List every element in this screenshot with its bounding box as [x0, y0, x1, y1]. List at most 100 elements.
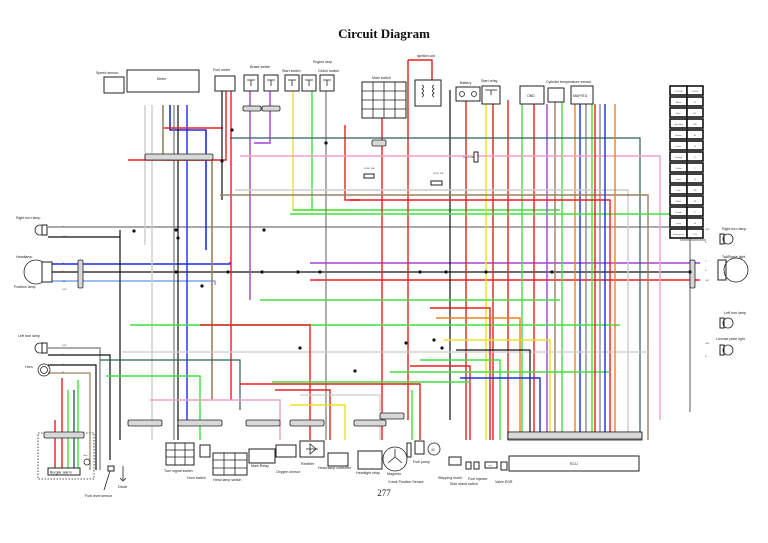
- legend-color-name: Pink: [676, 190, 681, 192]
- legend-color-name: Gray: [676, 222, 682, 225]
- tail-brake-light: Tail/Brake light P B G/R: [705, 255, 749, 283]
- junction-dot: [432, 338, 436, 342]
- svg-text:Right turn lamp: Right turn lamp: [16, 216, 40, 220]
- wire: [240, 383, 421, 440]
- connector: [144, 153, 214, 161]
- fuse-a: FUSE 15A: [363, 167, 375, 179]
- horn: Horn B Br: [25, 363, 64, 377]
- junction-dot: [318, 270, 322, 274]
- svg-text:G/W: G/W: [62, 236, 67, 238]
- svg-text:Crank Position Sensor: Crank Position Sensor: [388, 480, 425, 484]
- connector: [177, 419, 223, 427]
- legend-color-code: R: [694, 179, 696, 181]
- wire: [444, 339, 551, 440]
- fuel-injector: Fuel injector: [465, 461, 488, 481]
- wire: [350, 199, 611, 440]
- junction-dot: [174, 270, 178, 274]
- legend-color-code: Y: [694, 168, 696, 170]
- junction-dot: [174, 228, 178, 232]
- battery: Battery: [455, 81, 481, 102]
- magneto: Magneto: [382, 446, 408, 476]
- junction-dot: [230, 128, 234, 132]
- wire: [150, 399, 281, 440]
- connector: [371, 139, 387, 147]
- svg-text:Rectifier: Rectifier: [301, 462, 315, 466]
- wire: [344, 125, 360, 201]
- junction-dot: [132, 229, 136, 233]
- brake-switch: Brake switch: [243, 65, 279, 92]
- cylinder-temperature-sensor: Cylinder temperature sensor: [546, 80, 592, 103]
- svg-text:Horn: Horn: [83, 454, 89, 457]
- map-ita-sensor: MAP/ITA: [570, 85, 594, 105]
- legend-color-name: Light blue: [674, 123, 684, 126]
- tps: TPS: [484, 461, 498, 469]
- svg-text:G/W: G/W: [705, 229, 710, 231]
- fuse-c: FUSE 20A: [463, 151, 479, 163]
- legend-color-name: Yellow: [675, 168, 682, 170]
- head-lamp-switch: Head lamp switch: [212, 452, 248, 482]
- legend-color-name: White: [676, 200, 682, 203]
- wire: [460, 377, 541, 440]
- wire: [106, 375, 201, 440]
- junction-dot: [440, 346, 444, 350]
- meter: Meter: [126, 69, 200, 93]
- svg-text:B: B: [705, 356, 707, 358]
- svg-text:M: M: [432, 448, 435, 452]
- head-lamp-controller: Head lamp controller: [318, 452, 352, 470]
- svg-text:FUSE 20A: FUSE 20A: [463, 156, 474, 159]
- svg-text:Engine stop: Engine stop: [313, 60, 332, 64]
- svg-text:G/W: G/W: [62, 289, 67, 291]
- wire: [235, 189, 629, 440]
- fuel-pump: M Fuel pump: [413, 440, 441, 464]
- svg-text:Magneto: Magneto: [387, 472, 401, 476]
- legend-color-code: Br: [694, 134, 696, 137]
- svg-text:B: B: [705, 242, 707, 244]
- wire: [128, 90, 227, 161]
- wire: [292, 90, 352, 211]
- legend-color-name: Purple: [675, 211, 682, 214]
- legend-color-code: W: [694, 201, 697, 203]
- wire: [220, 194, 649, 440]
- legend-color-code: DG: [693, 234, 697, 236]
- junction-dot: [418, 270, 422, 274]
- wire: [254, 90, 271, 144]
- junction-dot: [176, 236, 180, 240]
- ignition-coil: Ignition coil: [414, 54, 442, 107]
- connector-layer: [43, 105, 696, 440]
- wire: [275, 389, 331, 440]
- fuel-level-sensor: Fuel level sensor: [85, 465, 115, 498]
- svg-text:Oxygen sensor: Oxygen sensor: [276, 470, 301, 474]
- wire: [408, 59, 433, 80]
- burglar-alarm: Burglar alarm Horn: [37, 432, 95, 480]
- svg-text:G/R: G/R: [705, 280, 709, 282]
- svg-text:Speed sensor: Speed sensor: [96, 71, 119, 75]
- wire: [48, 280, 216, 285]
- svg-text:Horn switch: Horn switch: [187, 476, 206, 480]
- connector: [77, 259, 84, 289]
- connector: [127, 419, 163, 427]
- svg-text:Br: Br: [62, 371, 64, 374]
- svg-text:Battery: Battery: [460, 81, 472, 85]
- diode: Diode: [118, 466, 127, 489]
- wire: [420, 359, 501, 440]
- wire: [48, 262, 231, 265]
- svg-text:FUSE 15A: FUSE 15A: [364, 167, 375, 170]
- svg-text:B: B: [62, 354, 64, 356]
- stepping-motor: Stepping motor Side stand switch: [438, 456, 478, 486]
- headlight-relay: Headlight relay: [356, 450, 383, 475]
- legend-color-name: Brown: [675, 134, 682, 137]
- turn-signal-switch: Turn signal switch: [164, 442, 195, 473]
- svg-text:Head lamp controller: Head lamp controller: [318, 466, 352, 470]
- right-turn-lamp-rear: Right turn lamp G/W B: [705, 227, 746, 245]
- valve-egr: Valve EGR: [495, 461, 513, 484]
- legend-color-code: O: [694, 157, 696, 159]
- junction-dot: [550, 270, 554, 274]
- connector: [245, 419, 281, 427]
- svg-text:Cylinder temperature sensor: Cylinder temperature sensor: [546, 80, 592, 84]
- main-switch: Main switch: [361, 76, 407, 119]
